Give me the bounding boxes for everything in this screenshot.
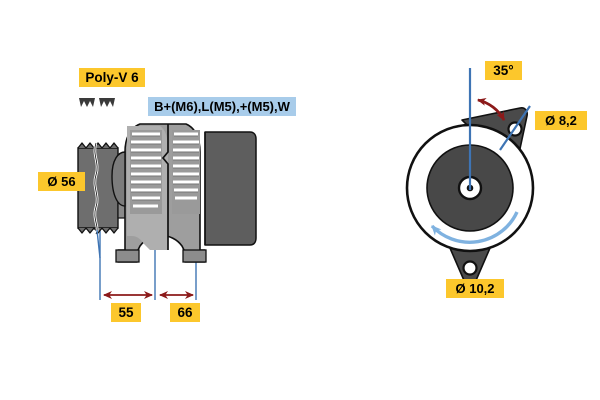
rotation-direction-arrow [430, 211, 519, 244]
poly-v-groove-icon [79, 98, 115, 107]
rear-cover [204, 131, 257, 246]
stator-cooling-fins-right [172, 130, 200, 214]
label-bolt-hole-upper: Ø 8,2 [535, 111, 587, 130]
label-pulley-diameter: Ø 56 [38, 172, 85, 191]
label-angle: 35° [485, 61, 522, 80]
mounting-feet [115, 249, 207, 263]
end-elevation-view [405, 68, 535, 289]
label-dim-66: 66 [170, 303, 200, 322]
angle-leg-line [499, 105, 531, 151]
stator-cooling-fins-left [130, 130, 162, 214]
label-dim-55: 55 [111, 303, 141, 322]
side-profile-view [77, 123, 257, 300]
lower-bolt-hole [462, 260, 478, 276]
label-bolt-hole-lower: Ø 10,2 [446, 279, 504, 298]
label-terminals: B+(M6),L(M5),+(M5),W [148, 97, 296, 116]
pulley-leader-line [96, 229, 101, 259]
label-poly-v: Poly-V 6 [79, 68, 145, 87]
angle-arc-ccw [477, 97, 506, 121]
